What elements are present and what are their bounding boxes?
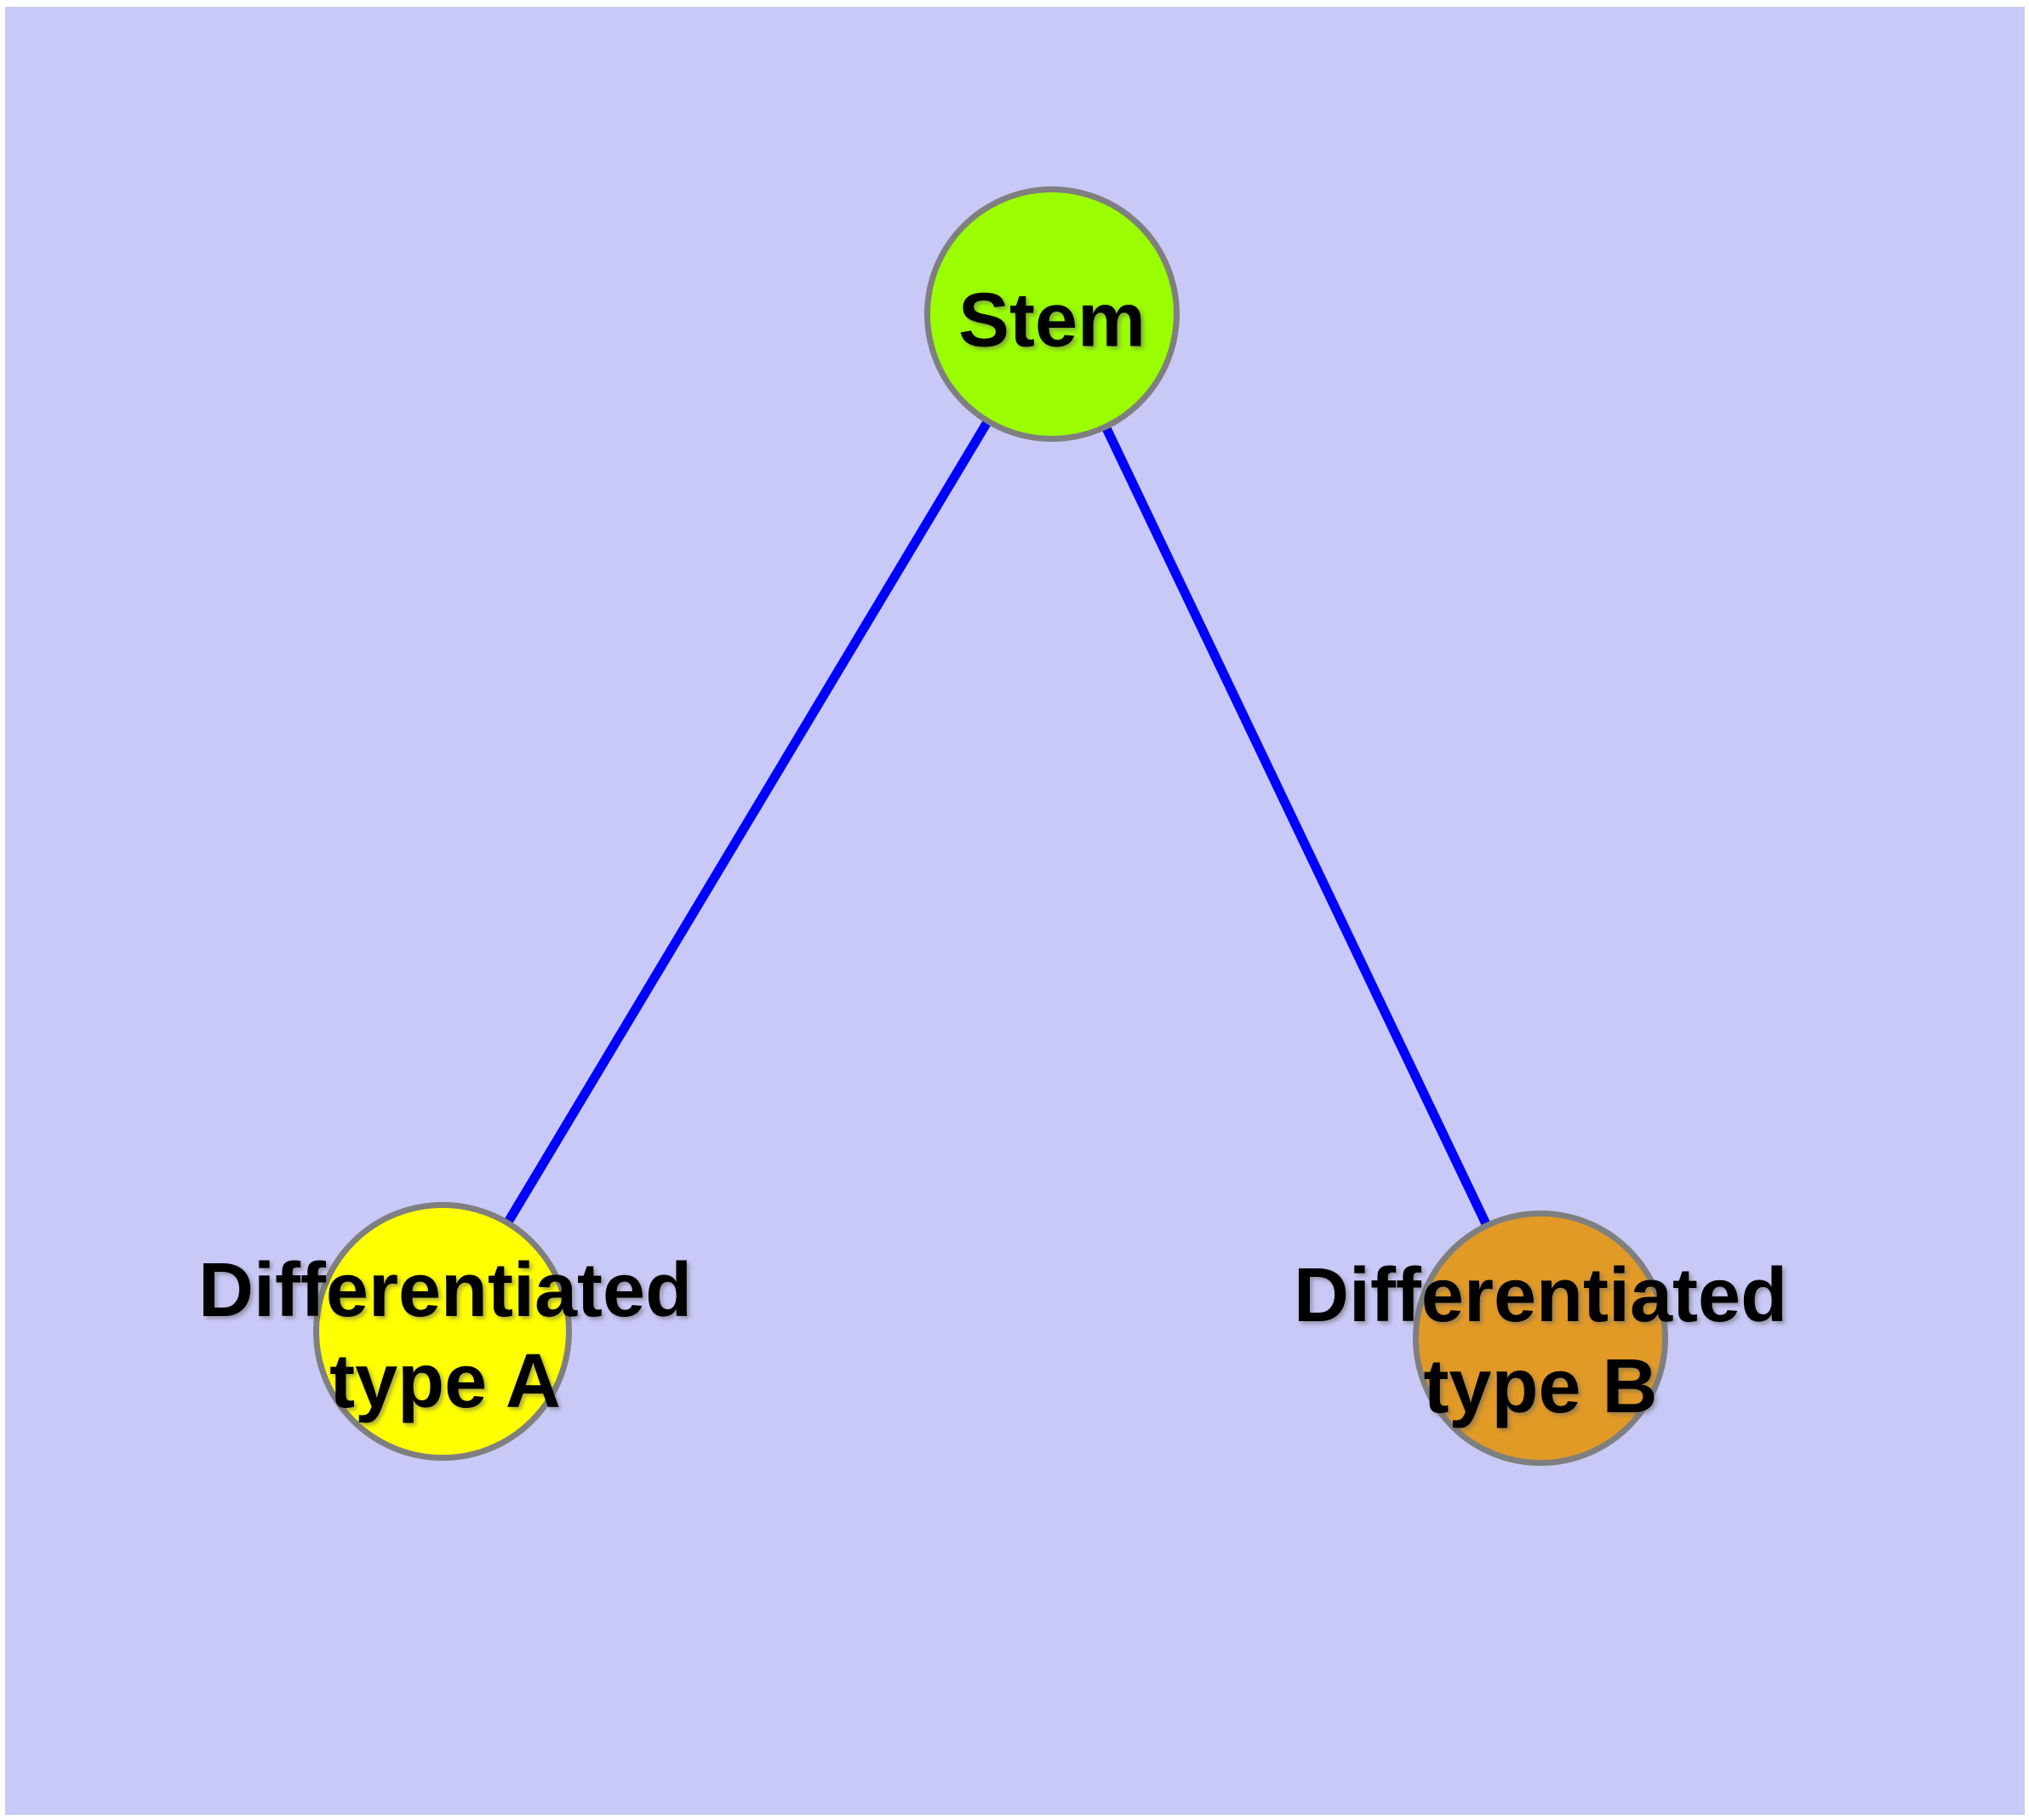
node-differentiated-type-a-label: Differentiated type A (197, 1248, 693, 1424)
edge-stem-to-type-a (438, 312, 1056, 1334)
node-differentiated-type-a (313, 1202, 572, 1461)
node-differentiated-type-b (1413, 1210, 1668, 1466)
node-stem (924, 186, 1180, 442)
node-stem-label: Stem (957, 278, 1146, 363)
node-differentiated-type-b-label: Differentiated type B (1293, 1253, 1788, 1429)
edge-stem-to-type-b (1048, 312, 1545, 1341)
